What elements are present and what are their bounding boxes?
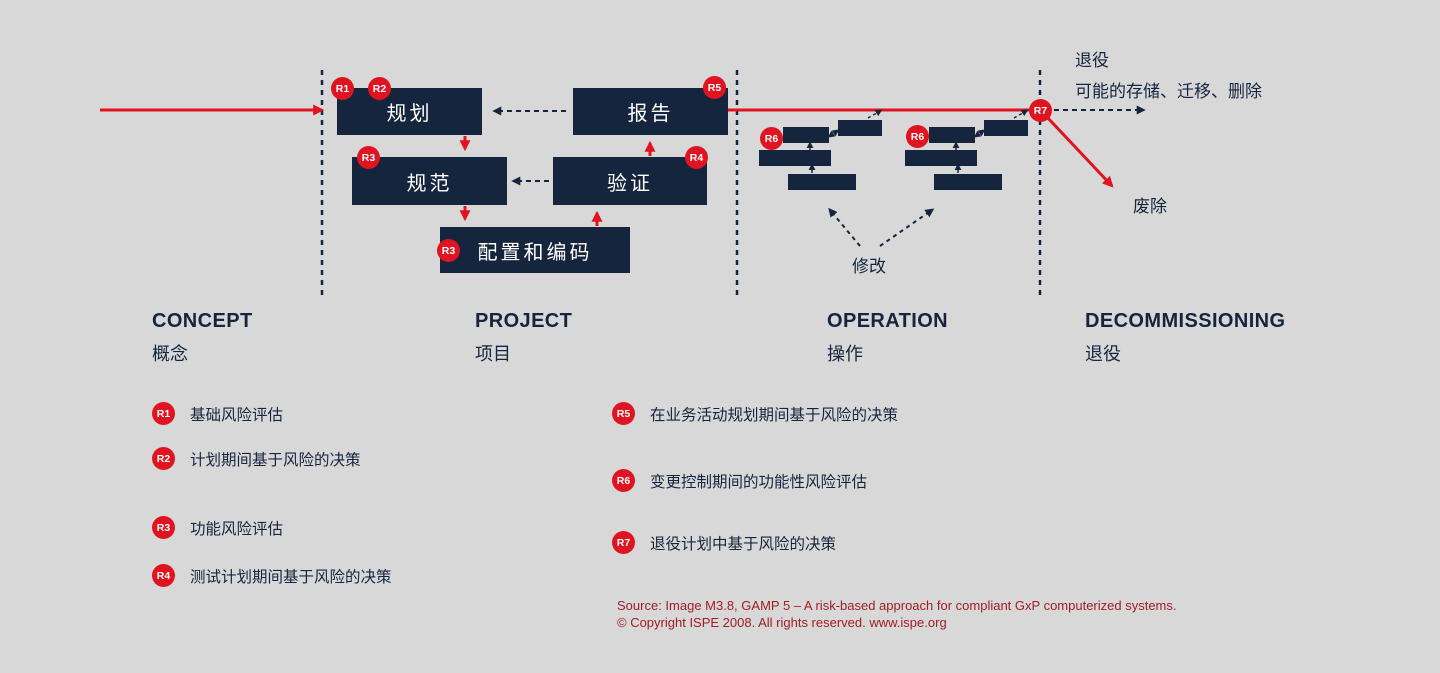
- source-attribution: Source: Image M3.8, GAMP 5 – A risk-base…: [617, 597, 1177, 631]
- reporting-box: 报告: [573, 88, 728, 135]
- cluster-a-to-timeline-arrow: [867, 109, 883, 119]
- planning-box: 规划: [337, 88, 482, 135]
- cluster-b-to-timeline-arrow: [1013, 109, 1029, 119]
- phase-project-en: PROJECT: [475, 310, 573, 332]
- phase-label-project: PROJECT 项目: [475, 310, 572, 366]
- phase-project-zh: 项目: [475, 344, 511, 364]
- legend-item-r2: R2 计划期间基于风险的决策: [152, 447, 361, 470]
- legend-item-r6: R6 变更控制期间的功能性风险评估: [612, 469, 867, 492]
- cluster-a-double-arrow: [827, 129, 840, 138]
- change-box: [905, 150, 977, 166]
- badge-r3-configuration: R3: [437, 239, 460, 262]
- badge-r2: R2: [368, 77, 391, 100]
- legend-text-r4: 测试计划期间基于风险的决策: [190, 568, 392, 586]
- phase-label-concept: CONCEPT 概念: [152, 310, 253, 366]
- phase-operation-zh: 操作: [827, 344, 863, 364]
- legend-item-r7: R7 退役计划中基于风险的决策: [612, 531, 836, 554]
- badge-r6-cluster-a: R6: [760, 127, 783, 150]
- phase-concept-en: CONCEPT: [152, 310, 253, 332]
- legend-item-r1: R1 基础风险评估: [152, 402, 283, 425]
- legend-badge-r2: R2: [152, 447, 175, 470]
- modify-arrow-left: [828, 207, 861, 247]
- badge-r5: R5: [703, 76, 726, 99]
- legend-badge-r3: R3: [152, 516, 175, 539]
- change-box: [759, 150, 831, 166]
- legend-text-r6: 变更控制期间的功能性风险评估: [650, 473, 868, 491]
- legend-badge-r1: R1: [152, 402, 175, 425]
- change-box: [929, 127, 975, 143]
- phase-label-operation: OPERATION 操作: [827, 310, 948, 366]
- phase-decommissioning-en: DECOMMISSIONING: [1085, 310, 1286, 332]
- change-box: [984, 120, 1028, 136]
- cluster-b-double-arrow: [973, 129, 986, 138]
- legend-badge-r5: R5: [612, 402, 635, 425]
- legend-text-r5: 在业务活动规划期间基于风险的决策: [650, 406, 899, 424]
- legend-item-r3: R3 功能风险评估: [152, 516, 283, 539]
- legend-text-r3: 功能风险评估: [190, 520, 284, 538]
- legend-badge-r4: R4: [152, 564, 175, 587]
- legend-badge-r6: R6: [612, 469, 635, 492]
- badge-r6-cluster-b: R6: [906, 125, 929, 148]
- badge-r4: R4: [685, 146, 708, 169]
- phase-operation-en: OPERATION: [827, 310, 949, 332]
- change-box: [788, 174, 856, 190]
- legend-item-r5: R5 在业务活动规划期间基于风险的决策: [612, 402, 898, 425]
- badge-r3: R3: [357, 146, 380, 169]
- source-line1: Source: Image M3.8, GAMP 5 – A risk-base…: [617, 598, 1177, 613]
- specification-box: 规范: [352, 157, 507, 205]
- disposal-arrow: [1044, 114, 1114, 188]
- phase-concept-zh: 概念: [152, 344, 188, 364]
- retirement-subtitle: 可能的存储、迁移、删除: [1075, 82, 1262, 101]
- modify-arrow-right: [879, 208, 935, 247]
- disposal-label: 废除: [1133, 197, 1167, 216]
- modify-label: 修改: [852, 257, 886, 276]
- phase-decommissioning-zh: 退役: [1085, 344, 1121, 364]
- change-box: [934, 174, 1002, 190]
- legend-text-r7: 退役计划中基于风险的决策: [650, 535, 837, 553]
- legend-text-r1: 基础风险评估: [190, 406, 284, 424]
- verification-box: 验证: [553, 157, 707, 205]
- badge-r7: R7: [1029, 99, 1052, 122]
- change-box: [838, 120, 882, 136]
- retirement-title: 退役: [1075, 51, 1109, 70]
- legend-text-r2: 计划期间基于风险的决策: [190, 451, 361, 469]
- legend-item-r4: R4 测试计划期间基于风险的决策: [152, 564, 392, 587]
- retirement-annotation: 退役 可能的存储、迁移、删除: [1075, 46, 1262, 102]
- change-box: [783, 127, 829, 143]
- phase-label-decommissioning: DECOMMISSIONING 退役: [1085, 310, 1285, 366]
- legend-badge-r7: R7: [612, 531, 635, 554]
- source-line2: © Copyright ISPE 2008. All rights reserv…: [617, 615, 947, 630]
- configuration-box: 配置和编码: [440, 227, 630, 273]
- badge-r1: R1: [331, 77, 354, 100]
